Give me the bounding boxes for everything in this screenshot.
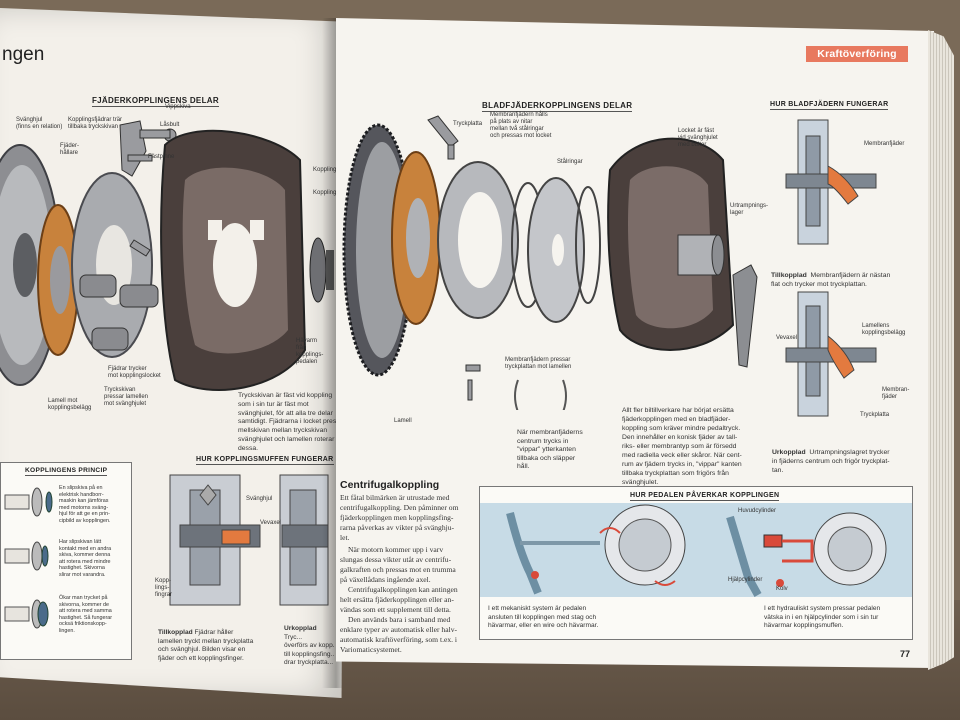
centrifugalkoppling-heading: Centrifugalkoppling — [340, 479, 440, 491]
bladfjader-urkopplad-caption: Urkopplad Urtrampningslagret trycker in … — [772, 448, 922, 475]
bladfjader-diagram — [785, 119, 877, 417]
princip-text-2: Har slipskivan lätt kontakt med en andra… — [59, 539, 112, 578]
pedal-title: HUR PEDALEN PÅVERKAR KOPPLINGEN — [630, 492, 780, 501]
bladfjader-tillkopplad-text: Membranfjädern är nästan flat och trycke… — [771, 272, 891, 288]
label-membranfjader: Membranfjäder — [864, 141, 905, 147]
page-edge-stack — [928, 30, 954, 670]
princip-text-1: En slipskiva på en elektrisk handborr- m… — [59, 485, 111, 524]
label-fjaderhallare: Fjäder- hållare — [60, 143, 80, 156]
muff-urkopplad-caption: Urkopplad Tryc... överförs av kopp... ti… — [284, 625, 334, 668]
label-svanghjul: Svänghjul (finns en relation) — [16, 117, 63, 130]
bladfjader-tillkopplad-caption: Tillkopplad Membranfjädern är nästan fla… — [771, 271, 921, 289]
label-vippskiva: Vippskiva — [165, 104, 191, 110]
bladfjader-urkopplad-label: Urkopplad — [772, 449, 806, 456]
muff-urkopplad-label: Urkopplad — [284, 625, 317, 632]
label-kopplingsfjadrar: Kopplingsfjädrar trär tillbaka tryckskiv… — [68, 117, 123, 130]
label-vevaxel-right: Vevaxel — [776, 335, 798, 341]
drill-principle-illustration — [4, 487, 53, 629]
label-membranfjadern-halls: Membranfjädern hålls på plats av nitar m… — [490, 112, 552, 139]
label-urtrampningslager: Urtrampnings- lager — [730, 203, 769, 216]
label-lamell-right: Lamell — [394, 418, 412, 424]
label-kopplingsfl: Kopplings- — [313, 190, 341, 197]
label-tryckplatta-right: Tryckplatta — [860, 412, 890, 418]
kopplingens-princip-box: KOPPLINGENS PRINCIP En slipskiva på en e… — [0, 462, 132, 660]
muff-label-kopplingsfingrar: Kopp- lings- fingrar — [155, 578, 173, 598]
pedal-label-hjalpcylinder: Hjälpcylinder — [728, 577, 763, 583]
right-body-text: Allt fler biltillverkare har börjat ersä… — [622, 407, 742, 486]
pedal-box: HUR PEDALEN PÅVERKAR KOPPLINGEN Huvudcyl… — [479, 486, 913, 640]
label-lamellens-kopplingsbelagg: Lamellens kopplingsbelägg — [862, 323, 906, 336]
kopplingsmuffen-title: HUR KOPPLINGSMUFFEN FUNGERAR — [196, 456, 334, 465]
kopplingens-princip-title: KOPPLINGENS PRINCIP — [25, 467, 108, 476]
left-body-text: Tryckskivan är fäst vid koppling som i s… — [238, 392, 343, 452]
label-koppling: Koppling — [313, 167, 336, 174]
label-fastpinne: Fästpinne — [148, 154, 175, 160]
label-tryckskivan-pressar: Tryckskivan pressar lamellen mot svänghj… — [104, 387, 149, 407]
pedal-label-kolv: Kolv — [776, 586, 788, 592]
hur-bladfjadern-fungerar-title: HUR BLADFJÄDERN FUNGERAR — [770, 101, 889, 110]
category-tab: Kraftöverföring — [806, 46, 908, 62]
label-tryckplatta: Tryckplatta — [453, 121, 483, 127]
label-havarm: Hävarm från kopplings- pedalen — [296, 338, 324, 365]
bladfjaderkopplingens-delar-title: BLADFJÄDERKOPPLINGENS DELAR — [482, 101, 633, 112]
bladfjaderkoppling-exploded-illustration — [342, 115, 758, 410]
label-locket: Locket är fäst vid svänghjulet med bulta… — [678, 128, 718, 148]
label-stalringar: Stålringar — [557, 159, 583, 165]
label-fjadrar-trycker: Fjädrar trycker mot kopplingslocket — [108, 366, 161, 379]
pedal-systems-illustration — [506, 504, 887, 597]
centrifugal-paragraph-1: Ett fåtal bilmärken är utrustade med cen… — [340, 493, 459, 542]
muff-tillkopplad-caption: Tillkopplad Fjädrar håller lamellen tryc… — [158, 629, 278, 663]
page-number: 77 — [900, 649, 911, 659]
muff-tillkopplad-label: Tillkopplad — [158, 629, 193, 636]
princip-text-3: Ökar man trycket på skivorna, kommer de … — [59, 595, 113, 634]
muff-tillkopplad-text: Fjädrar håller lamellen tryckt mellan tr… — [158, 629, 254, 662]
muff-urkopplad-text: Tryc... överförs av kopp... till kopplin… — [284, 633, 334, 667]
pedal-caption-mechanical: I ett mekaniskt system är pedalen anslut… — [488, 605, 599, 630]
caption-membranfjader: När membranfjäderns centrum trycks in "v… — [517, 429, 583, 471]
bladfjader-tillkopplad-label: Tillkopplad — [771, 272, 807, 279]
label-membranfjader-2: Membran- fjäder — [882, 387, 910, 400]
pedal-label-huvudcylinder: Huvudcylinder — [738, 508, 777, 514]
fjaderkopplingens-delar-title: FJÄDERKOPPLINGENS DELAR — [92, 96, 219, 107]
centrifugal-paragraph-4: Den används bara i samband med enklare t… — [340, 615, 458, 654]
fjaderkoppling-exploded-illustration — [0, 120, 334, 391]
centrifugal-paragraph-2: När motorn kommer upp i varv slungas des… — [340, 545, 456, 584]
muff-label-vevaxel: Vevaxel — [260, 520, 282, 526]
left-page-heading: ngen — [2, 44, 45, 65]
muff-label-svanghjul: Svänghjul — [246, 496, 273, 502]
label-lasbult: Låsbult — [160, 122, 180, 128]
kopplingsmuffen-diagram — [169, 474, 329, 606]
centrifugal-paragraph-3: Centrifugalkopplingen kan antingen helt … — [340, 585, 458, 614]
pedal-caption-hydraulic: I ett hydrauliskt system pressar pedalen… — [764, 605, 881, 630]
label-membranfjadern-pressar: Membranfjädern pressar tryckplattan mot … — [505, 357, 572, 370]
bladfjader-urkopplad-text: Urtrampningslagret trycker in fjäderns c… — [772, 449, 890, 474]
label-lamell: Lamell mot kopplingsbelägg — [48, 398, 92, 411]
